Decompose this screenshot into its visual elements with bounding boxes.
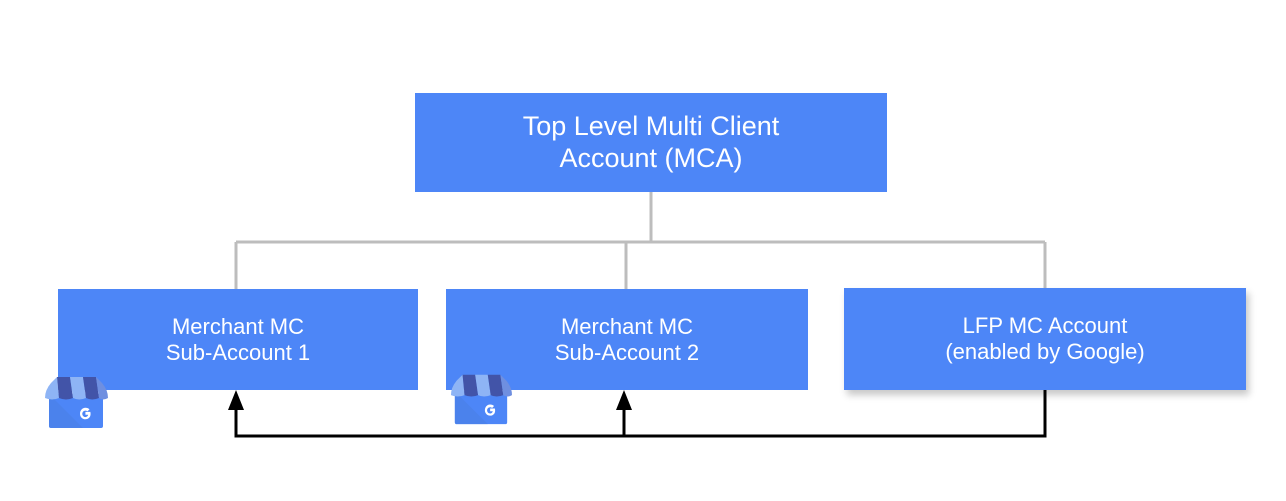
node-top-level-mca[interactable]: Top Level Multi Client Account (MCA): [415, 93, 887, 192]
node-merchant-mc-sub-account-2[interactable]: Merchant MC Sub-Account 2: [446, 289, 808, 390]
google-business-profile-icon: [42, 368, 110, 432]
arrowhead-sub1: [228, 390, 244, 410]
node-merchant-mc-sub-account-1[interactable]: Merchant MC Sub-Account 1: [58, 289, 418, 390]
node-lfp-mc-account[interactable]: LFP MC Account (enabled by Google): [844, 288, 1246, 390]
edge-lfp-to-sub1: [234, 390, 1047, 438]
arrowhead-sub2: [616, 390, 632, 410]
google-business-profile-icon: [448, 366, 514, 428]
